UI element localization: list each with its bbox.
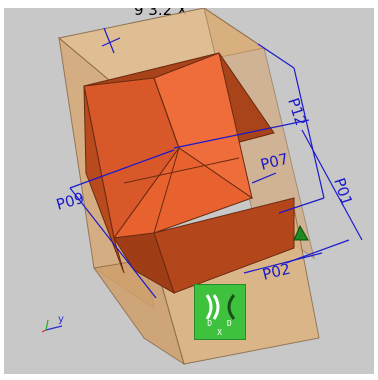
axis-label-y: y	[58, 314, 64, 325]
corner-marker	[293, 224, 309, 241]
3d-model-drawing[interactable]: P12 P07 P01 P09 P02	[4, 8, 374, 374]
dimension-label-p09: P09	[54, 189, 86, 214]
dimension-lines	[69, 27, 363, 299]
ddx-logo: D D X	[194, 284, 246, 340]
ddx-logo-text: D D X	[207, 319, 237, 337]
axis-triad-icon	[41, 319, 63, 333]
dimension-label-p12: P12	[284, 96, 310, 128]
cad-viewport[interactable]: 9 3.2 X	[4, 8, 374, 374]
roof-front-wall-inner	[113, 232, 175, 295]
ddx-logo-icon	[205, 294, 236, 320]
view-coordinate-label: 9 3.2 X	[134, 8, 188, 19]
dimension-label-p01: P01	[330, 176, 356, 208]
